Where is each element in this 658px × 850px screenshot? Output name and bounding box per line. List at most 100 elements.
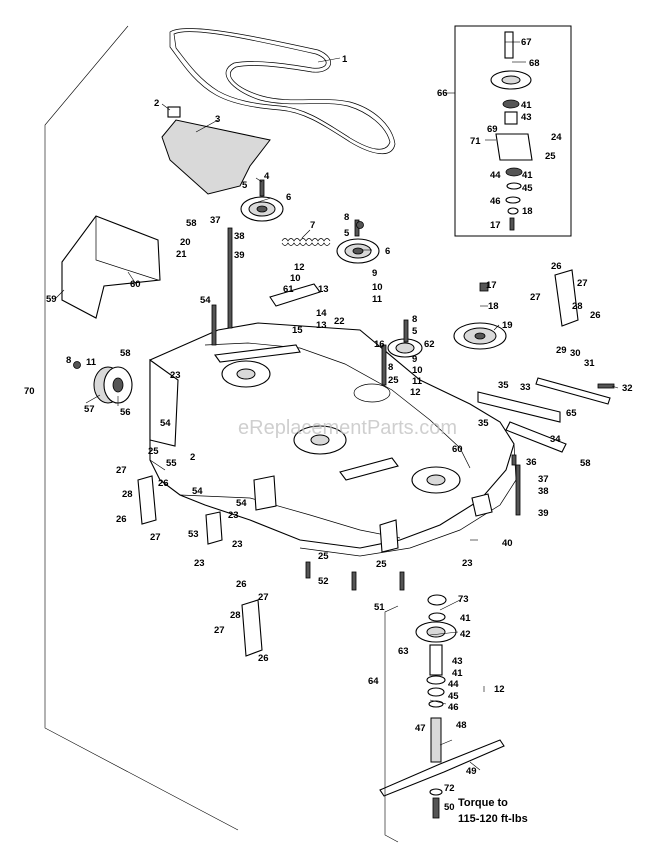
callout-25: 25 [388, 375, 399, 386]
cover-clip [167, 106, 181, 118]
callout-8: 8 [66, 355, 71, 366]
callout-69: 69 [487, 124, 498, 135]
callout-26: 26 [551, 261, 562, 272]
discharge-shield [61, 215, 161, 319]
callout-45: 45 [448, 691, 459, 702]
callout-19: 19 [502, 320, 513, 331]
callout-17: 17 [490, 220, 501, 231]
callout-12: 12 [410, 387, 421, 398]
callout-66: 66 [437, 88, 448, 99]
callout-39: 39 [234, 250, 245, 261]
callout-25: 25 [318, 551, 329, 562]
callout-8: 8 [388, 362, 393, 373]
callout-22: 22 [334, 316, 345, 327]
callout-49: 49 [466, 766, 477, 777]
callout-27: 27 [150, 532, 161, 543]
callout-59: 59 [46, 294, 57, 305]
callout-5: 5 [242, 180, 248, 191]
callout-30: 30 [570, 348, 581, 359]
callout-16: 16 [374, 339, 385, 350]
callout-18: 18 [488, 301, 499, 312]
callout-28: 28 [122, 489, 133, 500]
callout-57: 57 [84, 404, 95, 415]
callout-44: 44 [448, 679, 459, 690]
callout-3: 3 [215, 114, 220, 125]
roller-bracket-lower-left [241, 599, 263, 657]
callout-41: 41 [522, 170, 533, 181]
spindle-inset-box [454, 25, 572, 237]
callout-18: 18 [522, 206, 533, 217]
idler-spring [281, 238, 331, 246]
callout-29: 29 [556, 345, 567, 356]
callout-38: 38 [538, 486, 549, 497]
callout-25: 25 [376, 559, 387, 570]
callout-33: 33 [520, 382, 531, 393]
callout-65: 65 [566, 408, 577, 419]
callout-27: 27 [214, 625, 225, 636]
callout-27: 27 [116, 465, 127, 476]
callout-47: 47 [415, 723, 426, 734]
callout-54: 54 [192, 486, 203, 497]
callout-32: 32 [622, 383, 633, 394]
mower-deck-shell [149, 322, 517, 557]
callout-40: 40 [502, 538, 513, 549]
idler-pulley-left [240, 196, 284, 222]
callout-26: 26 [258, 653, 269, 664]
callout-58: 58 [580, 458, 591, 469]
callout-70: 70 [24, 386, 35, 397]
callout-21: 21 [176, 249, 187, 260]
callout-42: 42 [460, 629, 471, 640]
callout-58: 58 [186, 218, 197, 229]
callout-62: 62 [424, 339, 435, 350]
idler-pulley-62 [387, 338, 423, 358]
callout-10: 10 [290, 273, 301, 284]
callout-37: 37 [538, 474, 549, 485]
callout-72: 72 [444, 783, 455, 794]
callout-11: 11 [412, 376, 423, 387]
callout-35: 35 [478, 418, 489, 429]
callout-11: 11 [372, 294, 383, 305]
callout-46: 46 [448, 702, 459, 713]
callout-6: 6 [286, 192, 291, 203]
callout-58: 58 [120, 348, 131, 359]
callout-6: 6 [385, 246, 390, 257]
spindle-pulley-19 [453, 322, 507, 350]
callout-54: 54 [200, 295, 211, 306]
callout-51: 51 [374, 602, 385, 613]
callout-23: 23 [194, 558, 205, 569]
deck-hanger-bracket [205, 511, 223, 545]
callout-71: 71 [470, 136, 481, 147]
idler-arm [269, 283, 321, 307]
callout-61: 61 [283, 284, 294, 295]
callout-73: 73 [458, 594, 469, 605]
callout-26: 26 [236, 579, 247, 590]
callout-23: 23 [228, 510, 239, 521]
callout-17: 17 [486, 280, 497, 291]
callout-41: 41 [521, 100, 532, 111]
torque-note-line1: Torque to [458, 797, 508, 809]
callout-63: 63 [398, 646, 409, 657]
callout-35: 35 [498, 380, 509, 391]
callout-23: 23 [232, 539, 243, 550]
callout-36: 36 [526, 457, 537, 468]
callout-52: 52 [318, 576, 329, 587]
callout-23: 23 [462, 558, 473, 569]
leader-lines [55, 41, 619, 771]
callout-2: 2 [190, 452, 195, 463]
callout-44: 44 [490, 170, 501, 181]
callout-10: 10 [412, 365, 423, 376]
callout-14: 14 [316, 308, 327, 319]
callout-53: 53 [188, 529, 199, 540]
callout-15: 15 [292, 325, 303, 336]
callout-5: 5 [344, 228, 350, 239]
idler-pulley-right [336, 238, 380, 264]
callout-64: 64 [368, 676, 379, 687]
callout-12: 12 [494, 684, 505, 695]
callout-27: 27 [258, 592, 269, 603]
anti-scalp-arm [477, 377, 611, 453]
gauge-wheel-left [93, 366, 133, 404]
callout-41: 41 [460, 613, 471, 624]
spindle-inset-parts [490, 31, 533, 231]
callout-5: 5 [412, 326, 418, 337]
